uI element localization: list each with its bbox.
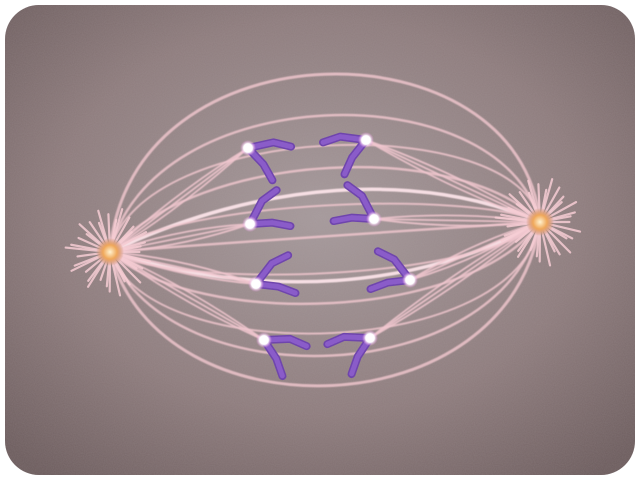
- chromosome: [256, 332, 311, 381]
- spindle-fiber: [108, 165, 542, 254]
- centromere: [362, 136, 370, 144]
- kinetochore-fiber: [373, 218, 541, 223]
- kinetochore-fiber: [369, 221, 541, 339]
- chromatid-arm-texture: [261, 336, 310, 349]
- spindle-fiber: [108, 72, 542, 254]
- centromere: [260, 336, 268, 344]
- centrosome-right: [526, 208, 554, 236]
- spindle-fiber: [109, 143, 541, 253]
- chromatid-arm-texture: [344, 182, 377, 222]
- kinetochore-fiber: [109, 147, 249, 253]
- kinetochore-fiber: [369, 221, 541, 339]
- chromosome: [329, 181, 382, 227]
- centrosome-left: [96, 238, 124, 266]
- chromosome: [242, 186, 295, 232]
- chromosome: [240, 138, 296, 185]
- centromere: [406, 276, 414, 284]
- spindle-fiber: [109, 202, 541, 253]
- centromere: [252, 280, 260, 288]
- chromosomes: [240, 132, 418, 381]
- spindle-fiber: [108, 220, 542, 358]
- chromatid-arm-texture: [375, 248, 413, 283]
- chromosome: [318, 132, 374, 179]
- centromere: [246, 220, 254, 228]
- chromosome: [248, 251, 300, 298]
- spindle-fibers: [108, 72, 542, 388]
- centromere: [244, 144, 252, 152]
- chromatid-arm-texture: [253, 252, 291, 287]
- chromatid-arm-texture: [324, 334, 373, 347]
- centromere: [370, 215, 378, 223]
- chromosome: [366, 247, 418, 294]
- centromere: [366, 334, 374, 342]
- kinetochore-fiber: [109, 251, 257, 285]
- background-texture: [5, 5, 635, 475]
- spindle-fiber: [108, 113, 542, 254]
- spindle-fiber: [108, 220, 542, 388]
- kinetochore-fiber: [109, 223, 251, 253]
- kinetochore-fiber: [365, 139, 541, 223]
- chromatid-arm-texture: [245, 139, 294, 151]
- chromatid-arm-texture: [247, 187, 280, 227]
- chromatid-arm-texture: [320, 134, 369, 145]
- chromosome: [323, 330, 378, 379]
- kinetochore-fiber: [109, 251, 257, 285]
- kinetochore-fiber: [365, 139, 541, 223]
- spindle-fiber: [109, 221, 541, 335]
